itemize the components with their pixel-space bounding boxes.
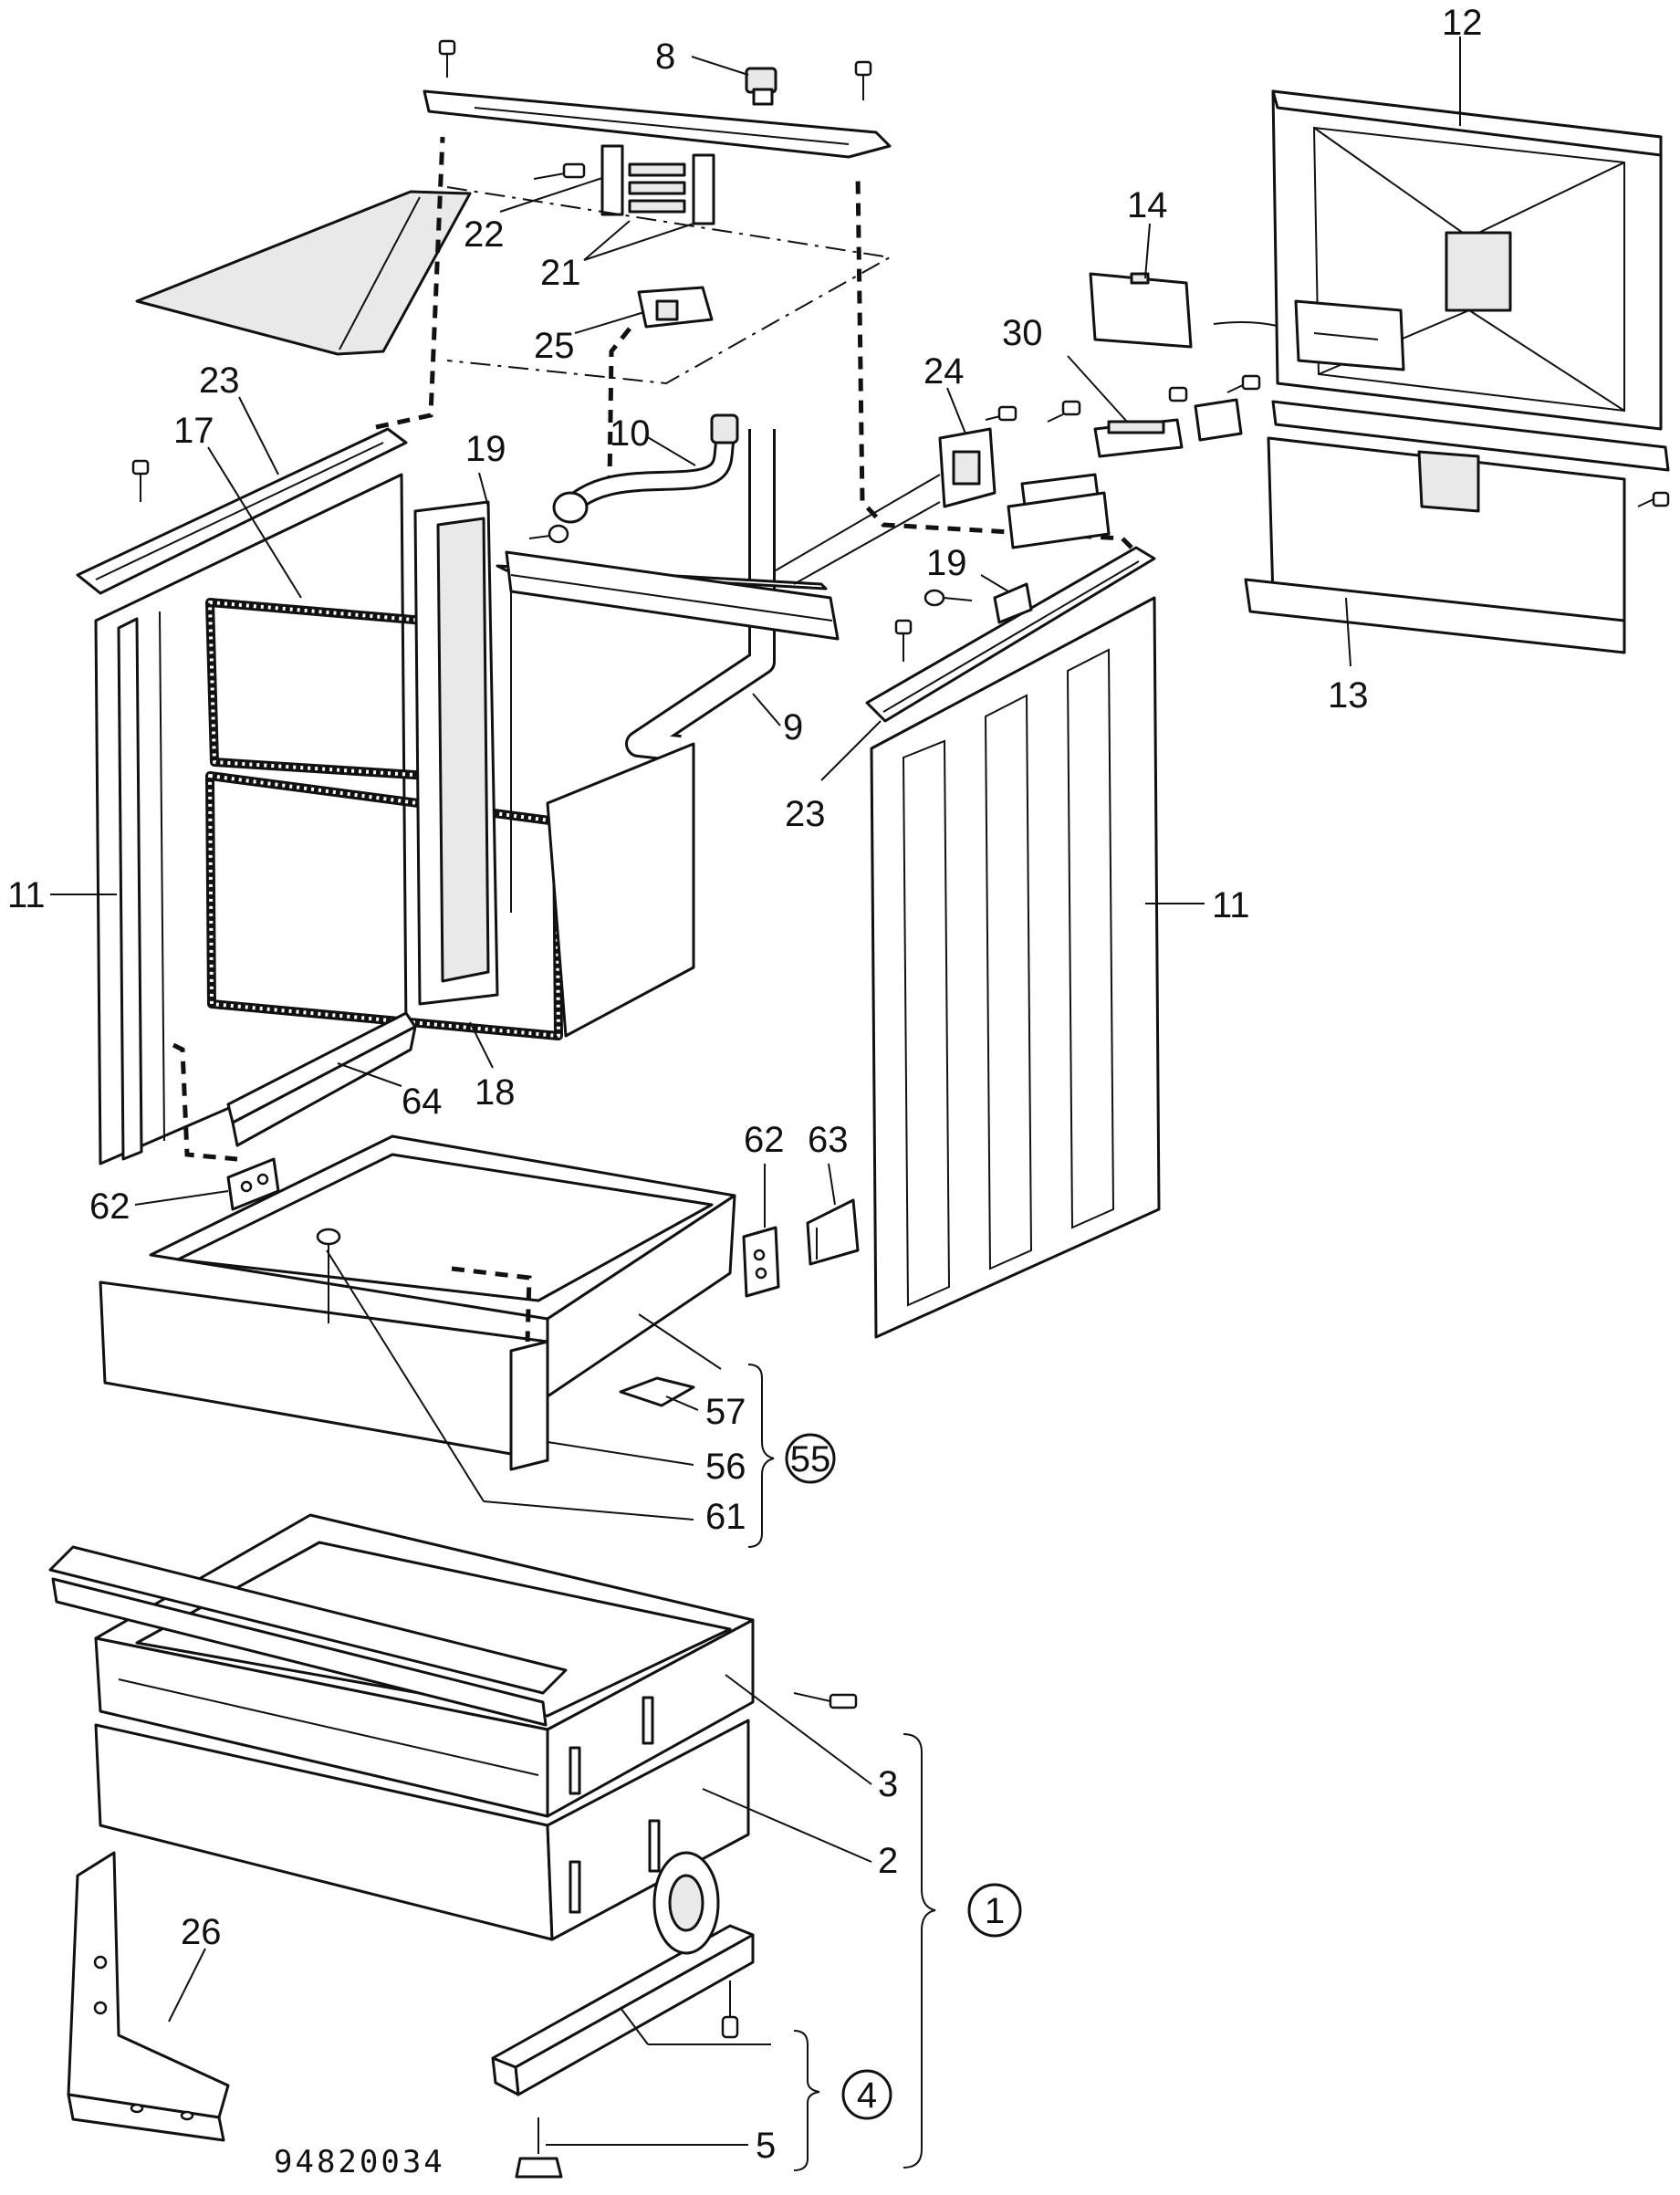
label-18: 18 [475, 1072, 516, 1113]
screw-23-right [894, 619, 913, 662]
part-26-angle-bracket [67, 1851, 230, 2142]
part-30-clip [1194, 398, 1243, 442]
glass-panel [135, 190, 472, 356]
part-23-right-trim [865, 546, 1156, 723]
part-30-bracket-lower [1007, 473, 1111, 549]
screw-top-left [438, 39, 456, 78]
part-13-kick-plate [1244, 400, 1670, 654]
label-19-right: 19 [926, 543, 967, 583]
part-12-back-panel [1271, 89, 1663, 431]
label-3: 3 [878, 1764, 898, 1804]
drawing-code: 94820034 [274, 2144, 445, 2180]
label-2: 2 [878, 1841, 898, 1881]
part-63-bracket [806, 1198, 860, 1266]
drawer-assembly [99, 1134, 736, 1471]
label-11-right: 11 [1212, 885, 1250, 925]
label-19-left: 19 [465, 429, 506, 469]
part-11-right-panel [870, 596, 1161, 1339]
screw-30-a [1047, 400, 1081, 423]
label-23-right: 23 [785, 794, 826, 834]
screw-4 [721, 1981, 739, 2039]
label-56: 56 [705, 1447, 746, 1487]
screw-3 [793, 1692, 858, 1709]
label-11-left: 11 [7, 875, 46, 915]
part-23-left-trim [76, 427, 408, 595]
label-64: 64 [402, 1082, 443, 1122]
label-62-right: 62 [744, 1120, 785, 1160]
label-23-left: 23 [199, 361, 240, 401]
label-12: 12 [1442, 3, 1483, 43]
screw-30-c [1226, 374, 1261, 393]
part-19-right-bracket [993, 582, 1033, 624]
part-9-tube [625, 429, 776, 762]
label-61: 61 [705, 1497, 746, 1537]
part-62-right-hinge [742, 1226, 780, 1298]
label-25: 25 [534, 326, 575, 366]
circle-55 [785, 1433, 836, 1484]
label-5: 5 [756, 2126, 776, 2166]
part-2-base-body [94, 1618, 755, 1941]
circle-4 [841, 2069, 892, 2120]
label-1: 1 [985, 1891, 1005, 1931]
part-25-terminal [637, 286, 714, 329]
label-62-left: 62 [89, 1186, 130, 1227]
part-11-left-panel [94, 473, 408, 1165]
label-55: 55 [790, 1439, 831, 1479]
screw-30-b [1168, 386, 1188, 402]
oven-cavity [496, 564, 828, 1038]
part-64-rail [226, 1011, 417, 1147]
label-30: 30 [1002, 313, 1043, 353]
label-14: 14 [1127, 185, 1168, 225]
label-8: 8 [655, 37, 675, 77]
circle-1 [967, 1883, 1022, 1938]
label-26: 26 [181, 1912, 222, 1952]
part-4-foot-rail [491, 1851, 755, 2096]
label-22: 22 [464, 214, 505, 255]
part-8-knob [745, 67, 777, 106]
screw-24 [985, 405, 1017, 422]
part-61-knob [316, 1228, 341, 1323]
label-13: 13 [1328, 675, 1369, 716]
label-21: 21 [540, 253, 581, 293]
label-4: 4 [857, 2075, 877, 2116]
label-9: 9 [783, 707, 803, 747]
screw-23-left [131, 459, 150, 502]
cross-rail [505, 550, 840, 641]
part-21-bracket [600, 144, 715, 225]
screw-22 [533, 162, 586, 180]
part-57-clip [619, 1376, 695, 1407]
screw-19-right [923, 589, 973, 607]
label-57: 57 [705, 1392, 746, 1432]
label-24: 24 [923, 351, 965, 392]
part-3-frame-top [48, 1513, 755, 1731]
screw-top-right [854, 60, 872, 100]
part-24-switch [938, 427, 997, 508]
screw-13 [1637, 491, 1670, 507]
label-10: 10 [610, 413, 651, 454]
part-5-foot [515, 2117, 563, 2179]
part-14-module [1089, 272, 1193, 349]
screw-19-left [528, 524, 569, 544]
part-19-left-frame [413, 500, 499, 1006]
part-10-pipe [552, 413, 739, 524]
part-30-terminal-strip [1093, 418, 1184, 458]
top-rail [423, 89, 892, 159]
label-17: 17 [173, 411, 214, 451]
label-63: 63 [808, 1120, 849, 1160]
